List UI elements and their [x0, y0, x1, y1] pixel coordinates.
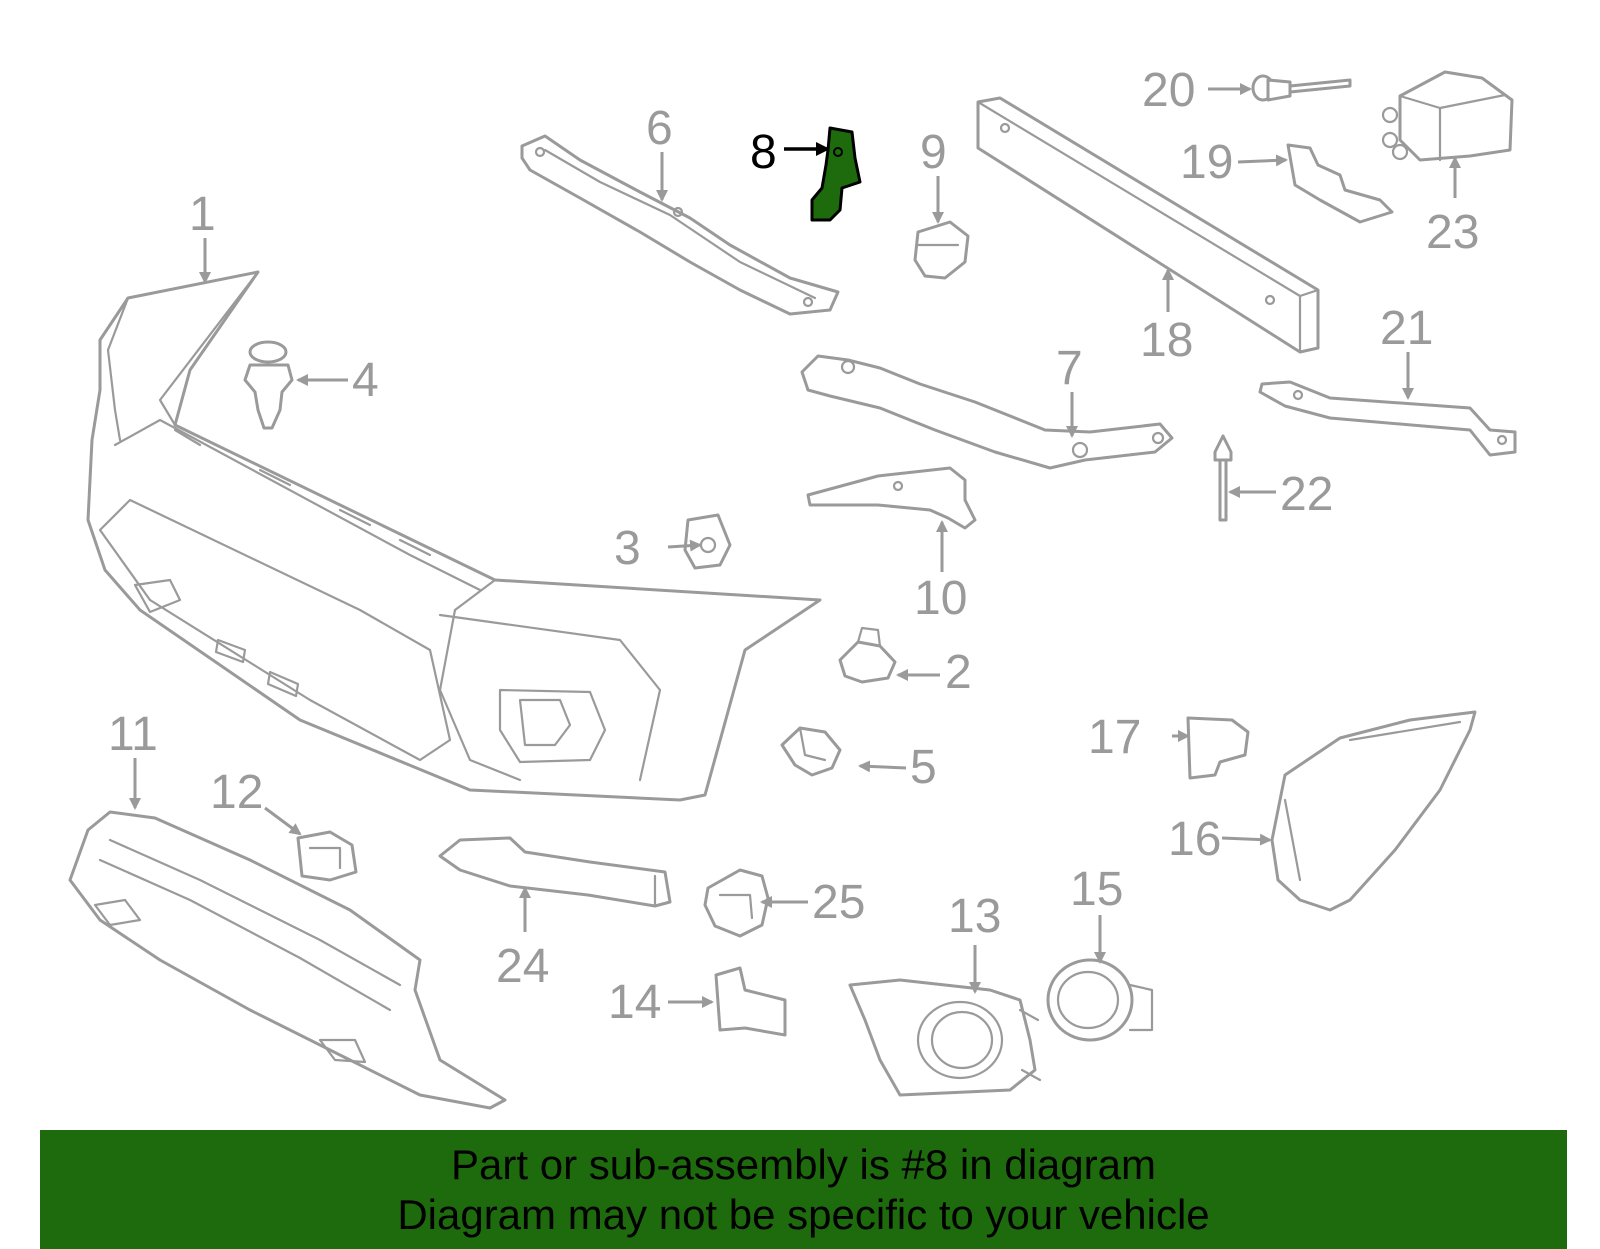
part-15-fog-lamp[interactable] [1046, 958, 1154, 1042]
callout-14[interactable]: 14 [608, 976, 661, 1029]
callout-2[interactable]: 2 [945, 646, 972, 699]
part-23-actuator[interactable] [1381, 70, 1514, 162]
part-16-fender-liner[interactable] [1270, 710, 1477, 912]
part-13-fog-bezel[interactable] [848, 978, 1042, 1097]
callout-6[interactable]: 6 [646, 102, 673, 155]
part-19-bracket[interactable] [1286, 143, 1394, 224]
callout-16[interactable]: 16 [1168, 813, 1221, 866]
callout-17[interactable]: 17 [1088, 711, 1141, 764]
part-2-clip[interactable] [838, 626, 897, 684]
callout-21[interactable]: 21 [1380, 302, 1433, 355]
callout-12[interactable]: 12 [210, 766, 263, 819]
part-9-bracket[interactable] [913, 220, 970, 280]
callout-1[interactable]: 1 [189, 188, 216, 241]
callout-19[interactable]: 19 [1180, 136, 1233, 189]
part-17-bracket[interactable] [1186, 716, 1250, 780]
part-1-bumper-cover[interactable] [86, 270, 822, 802]
part-10-bracket[interactable] [806, 466, 977, 530]
callout-8[interactable]: 8 [750, 126, 777, 179]
callout-22[interactable]: 22 [1280, 468, 1333, 521]
callout-24[interactable]: 24 [496, 940, 549, 993]
callout-4[interactable]: 4 [352, 354, 379, 407]
part-21-bracket[interactable] [1258, 380, 1517, 457]
callout-10[interactable]: 10 [914, 572, 967, 625]
callout-5[interactable]: 5 [910, 741, 937, 794]
callout-15[interactable]: 15 [1070, 863, 1123, 916]
part-18-reinforcement[interactable] [976, 96, 1320, 354]
part-11-lower-guard[interactable] [68, 810, 507, 1110]
banner-line-part-info: Part or sub-assembly is #8 in diagram [451, 1141, 1156, 1188]
part-25-bracket[interactable] [703, 868, 770, 938]
part-3-bracket[interactable] [683, 513, 732, 570]
part-5-clip[interactable] [780, 726, 842, 777]
leader-lines [129, 83, 1461, 1008]
callout-9[interactable]: 9 [920, 126, 947, 179]
callout-20[interactable]: 20 [1142, 64, 1195, 117]
callout-3[interactable]: 3 [614, 522, 641, 575]
callout-11[interactable]: 11 [108, 708, 158, 761]
part-4-push-clip[interactable] [243, 340, 294, 430]
part-8-bracket-highlighted[interactable] [810, 126, 862, 222]
callout-23[interactable]: 23 [1426, 206, 1479, 259]
callout-7[interactable]: 7 [1056, 342, 1083, 395]
callout-18[interactable]: 18 [1140, 314, 1193, 367]
callout-13[interactable]: 13 [948, 890, 1001, 943]
info-banner: Part or sub-assembly is #8 in diagram Di… [40, 1130, 1567, 1249]
part-20-bolt[interactable] [1251, 74, 1352, 102]
part-12-clip[interactable] [296, 830, 358, 882]
banner-line-disclaimer: Diagram may not be specific to your vehi… [397, 1191, 1210, 1238]
part-7-lower-support[interactable] [800, 354, 1174, 470]
part-24-trim-strip[interactable] [438, 836, 672, 908]
callout-numbers: 1 2 3 4 5 6 7 8 9 10 11 12 13 14 15 16 1… [108, 64, 1479, 1029]
callout-25[interactable]: 25 [812, 876, 865, 929]
part-6-upper-support[interactable] [520, 134, 840, 316]
part-14-clip[interactable] [714, 966, 787, 1037]
part-22-rivet[interactable] [1213, 434, 1233, 522]
